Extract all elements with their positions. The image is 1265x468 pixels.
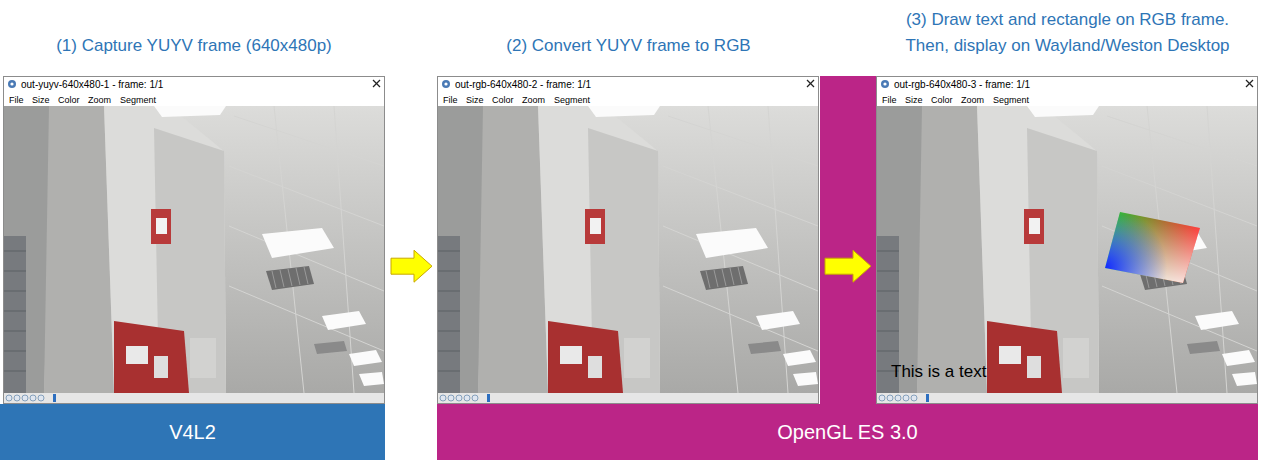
menu-item: Color: [58, 94, 80, 106]
gradient-fill: [1105, 212, 1200, 283]
stage-band: V4L2: [0, 404, 385, 460]
camera-photo: [877, 106, 1257, 393]
step-heading: (2) Convert YUYV frame to RGB: [504, 33, 753, 59]
gradient-fill: [1105, 212, 1200, 283]
menu-item: Zoom: [522, 94, 545, 106]
viewer-window: [437, 76, 819, 404]
menu-item: Color: [492, 94, 514, 106]
menu-item: Segment: [993, 94, 1029, 106]
flow-arrow: [825, 250, 871, 282]
menu-item: Segment: [120, 94, 156, 106]
window-chrome: [876, 76, 1258, 404]
menu-item: Size: [466, 94, 484, 106]
window-title: out-rgb-640x480-3 - frame: 1/1: [894, 78, 1030, 92]
camera-photo: [4, 106, 384, 393]
menu-item: File: [443, 94, 458, 106]
menu-item: Size: [32, 94, 50, 106]
viewer-window: [876, 76, 1258, 404]
flow-arrow: [391, 250, 432, 282]
overlay-text: This is a text: [891, 362, 986, 382]
camera-photo: [438, 106, 818, 393]
viewer-window: (2) Convert YUYV frame to RGBout-rgb-640…: [437, 76, 819, 404]
menu-item: Size: [905, 94, 923, 106]
viewer-window: [3, 76, 385, 404]
menu-item: Zoom: [961, 94, 984, 106]
viewer-window: (3) Draw text and rectangle on RGB frame…: [876, 76, 1258, 404]
window-chrome: [437, 76, 819, 404]
opengl-region-strip: [820, 76, 876, 404]
menu-item: File: [882, 94, 897, 106]
menu-item: Segment: [554, 94, 590, 106]
menu-item: File: [9, 94, 24, 106]
band-label: OpenGL ES 3.0: [777, 420, 917, 444]
band-label: V4L2: [169, 420, 216, 444]
menu-item: Color: [931, 94, 953, 106]
stage-band: OpenGL ES 3.0: [437, 404, 1258, 460]
window-title: out-rgb-640x480-2 - frame: 1/1: [455, 78, 591, 92]
window-title: out-yuyv-640x480-1 - frame: 1/1: [21, 78, 163, 92]
menu-item: Zoom: [88, 94, 111, 106]
viewer-window: (1) Capture YUYV frame (640x480p)out-yuy…: [3, 76, 385, 404]
step-heading: (3) Draw text and rectangle on RGB frame…: [892, 7, 1243, 59]
gradient-rectangle: [1105, 212, 1200, 283]
step-heading: (1) Capture YUYV frame (640x480p): [54, 33, 334, 59]
window-chrome: [3, 76, 385, 404]
gradient-fill: [1105, 212, 1200, 283]
